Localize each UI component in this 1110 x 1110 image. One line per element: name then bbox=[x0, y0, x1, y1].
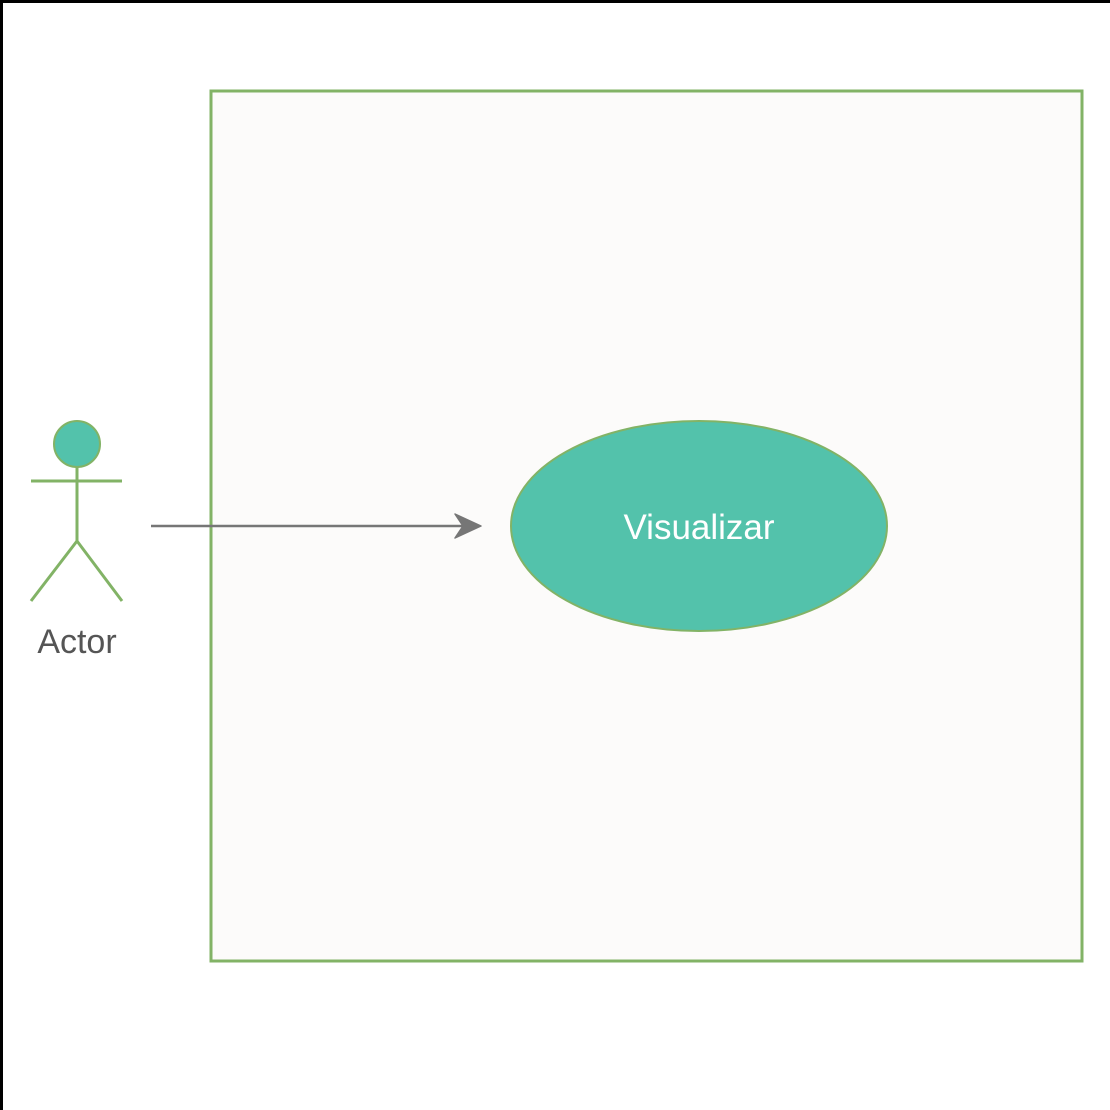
use-case-ellipse bbox=[510, 420, 888, 632]
actor-label: Actor bbox=[37, 623, 116, 661]
arrowhead-icon bbox=[454, 513, 482, 539]
association-arrow[interactable] bbox=[151, 513, 482, 539]
actor-left-leg bbox=[29, 540, 79, 602]
actor-figure[interactable] bbox=[29, 420, 124, 602]
use-case-label: Visualizar bbox=[623, 508, 774, 547]
actor-head bbox=[53, 420, 101, 468]
actor-right-leg bbox=[75, 540, 124, 602]
use-case-visualizar[interactable]: Visualizar bbox=[510, 420, 888, 632]
